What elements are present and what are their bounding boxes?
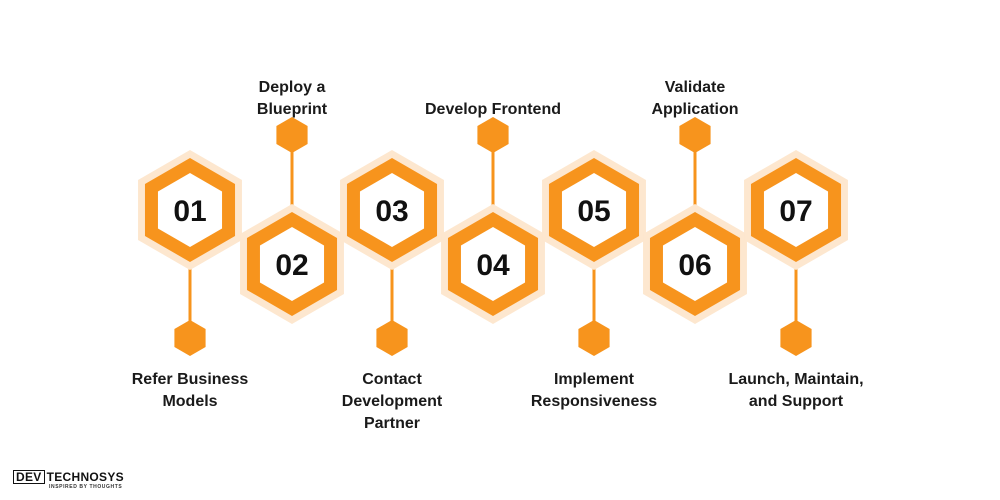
hexagon-inner-05 bbox=[561, 173, 627, 247]
step-label-04: Develop Frontend bbox=[424, 101, 561, 118]
hexagon-inner-01 bbox=[157, 173, 223, 247]
step-number-01: 01 bbox=[173, 195, 206, 228]
step-number-04: 04 bbox=[476, 249, 510, 282]
step-label-03: Contact Development Partner bbox=[341, 371, 443, 432]
step-label-06: Validate Application bbox=[651, 79, 739, 118]
small-hexagon-01 bbox=[174, 320, 206, 356]
step-label-01: Refer Business Models bbox=[131, 371, 249, 410]
hexagon-inner-06 bbox=[662, 227, 728, 301]
step-number-06: 06 bbox=[678, 249, 711, 282]
hexagon-inner-07 bbox=[763, 173, 829, 247]
small-hexagon-07 bbox=[780, 320, 812, 356]
step-number-05: 05 bbox=[577, 195, 610, 228]
hexagon-inner-02 bbox=[259, 227, 325, 301]
step-number-07: 07 bbox=[779, 195, 812, 228]
hexagon-inner-04 bbox=[460, 227, 526, 301]
step-label-02: Deploy a Blueprint bbox=[256, 79, 328, 118]
logo-name: TECHNOSYS bbox=[46, 470, 124, 484]
step-number-03: 03 bbox=[375, 195, 408, 228]
step-label-07: Launch, Maintain, and Support bbox=[728, 371, 864, 410]
hexagon-inner-03 bbox=[359, 173, 425, 247]
small-hexagon-06 bbox=[679, 117, 711, 153]
small-hexagon-04 bbox=[477, 117, 509, 153]
small-hexagon-02 bbox=[276, 117, 308, 153]
logo-tagline: INSPIRED BY THOUGHTS bbox=[49, 484, 123, 490]
logo-dev-mark: DEV bbox=[13, 470, 45, 484]
small-hexagon-05 bbox=[578, 320, 610, 356]
small-hexagon-03 bbox=[376, 320, 408, 356]
step-label-05: Implement Responsiveness bbox=[530, 371, 658, 410]
step-number-02: 02 bbox=[275, 249, 308, 282]
